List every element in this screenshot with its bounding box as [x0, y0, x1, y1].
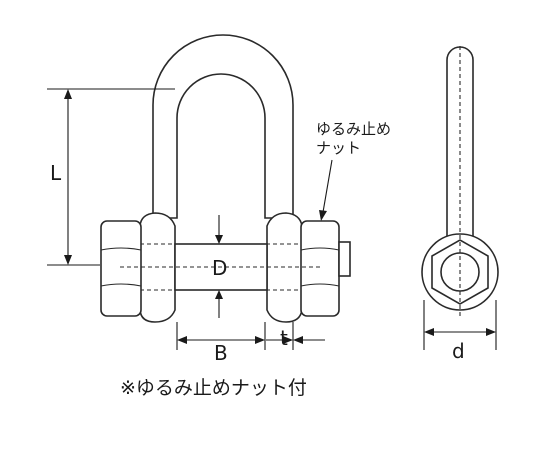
- label-L: L: [50, 161, 62, 185]
- dimension-d: [423, 300, 497, 350]
- locking-nut-callout: [319, 159, 333, 221]
- side-view: [421, 46, 499, 318]
- dimension-L: [47, 88, 175, 266]
- dimension-D: [215, 215, 223, 318]
- label-D: D: [212, 256, 227, 280]
- side-bow: [446, 46, 474, 241]
- front-view: [100, 34, 351, 323]
- label-B: B: [214, 341, 228, 365]
- dimension-t: [266, 322, 325, 350]
- shackle-bow: [152, 34, 294, 219]
- left-hex-nut: [100, 220, 142, 317]
- callout-line-1: ゆるみ止め: [316, 120, 391, 138]
- label-d: d: [452, 339, 465, 363]
- dimension-B: [176, 322, 266, 350]
- label-t: t: [280, 326, 288, 350]
- caption: ※ゆるみ止めナット付: [120, 377, 307, 399]
- right-locking-nut: [300, 220, 351, 317]
- callout-line-2: ナット: [316, 139, 361, 157]
